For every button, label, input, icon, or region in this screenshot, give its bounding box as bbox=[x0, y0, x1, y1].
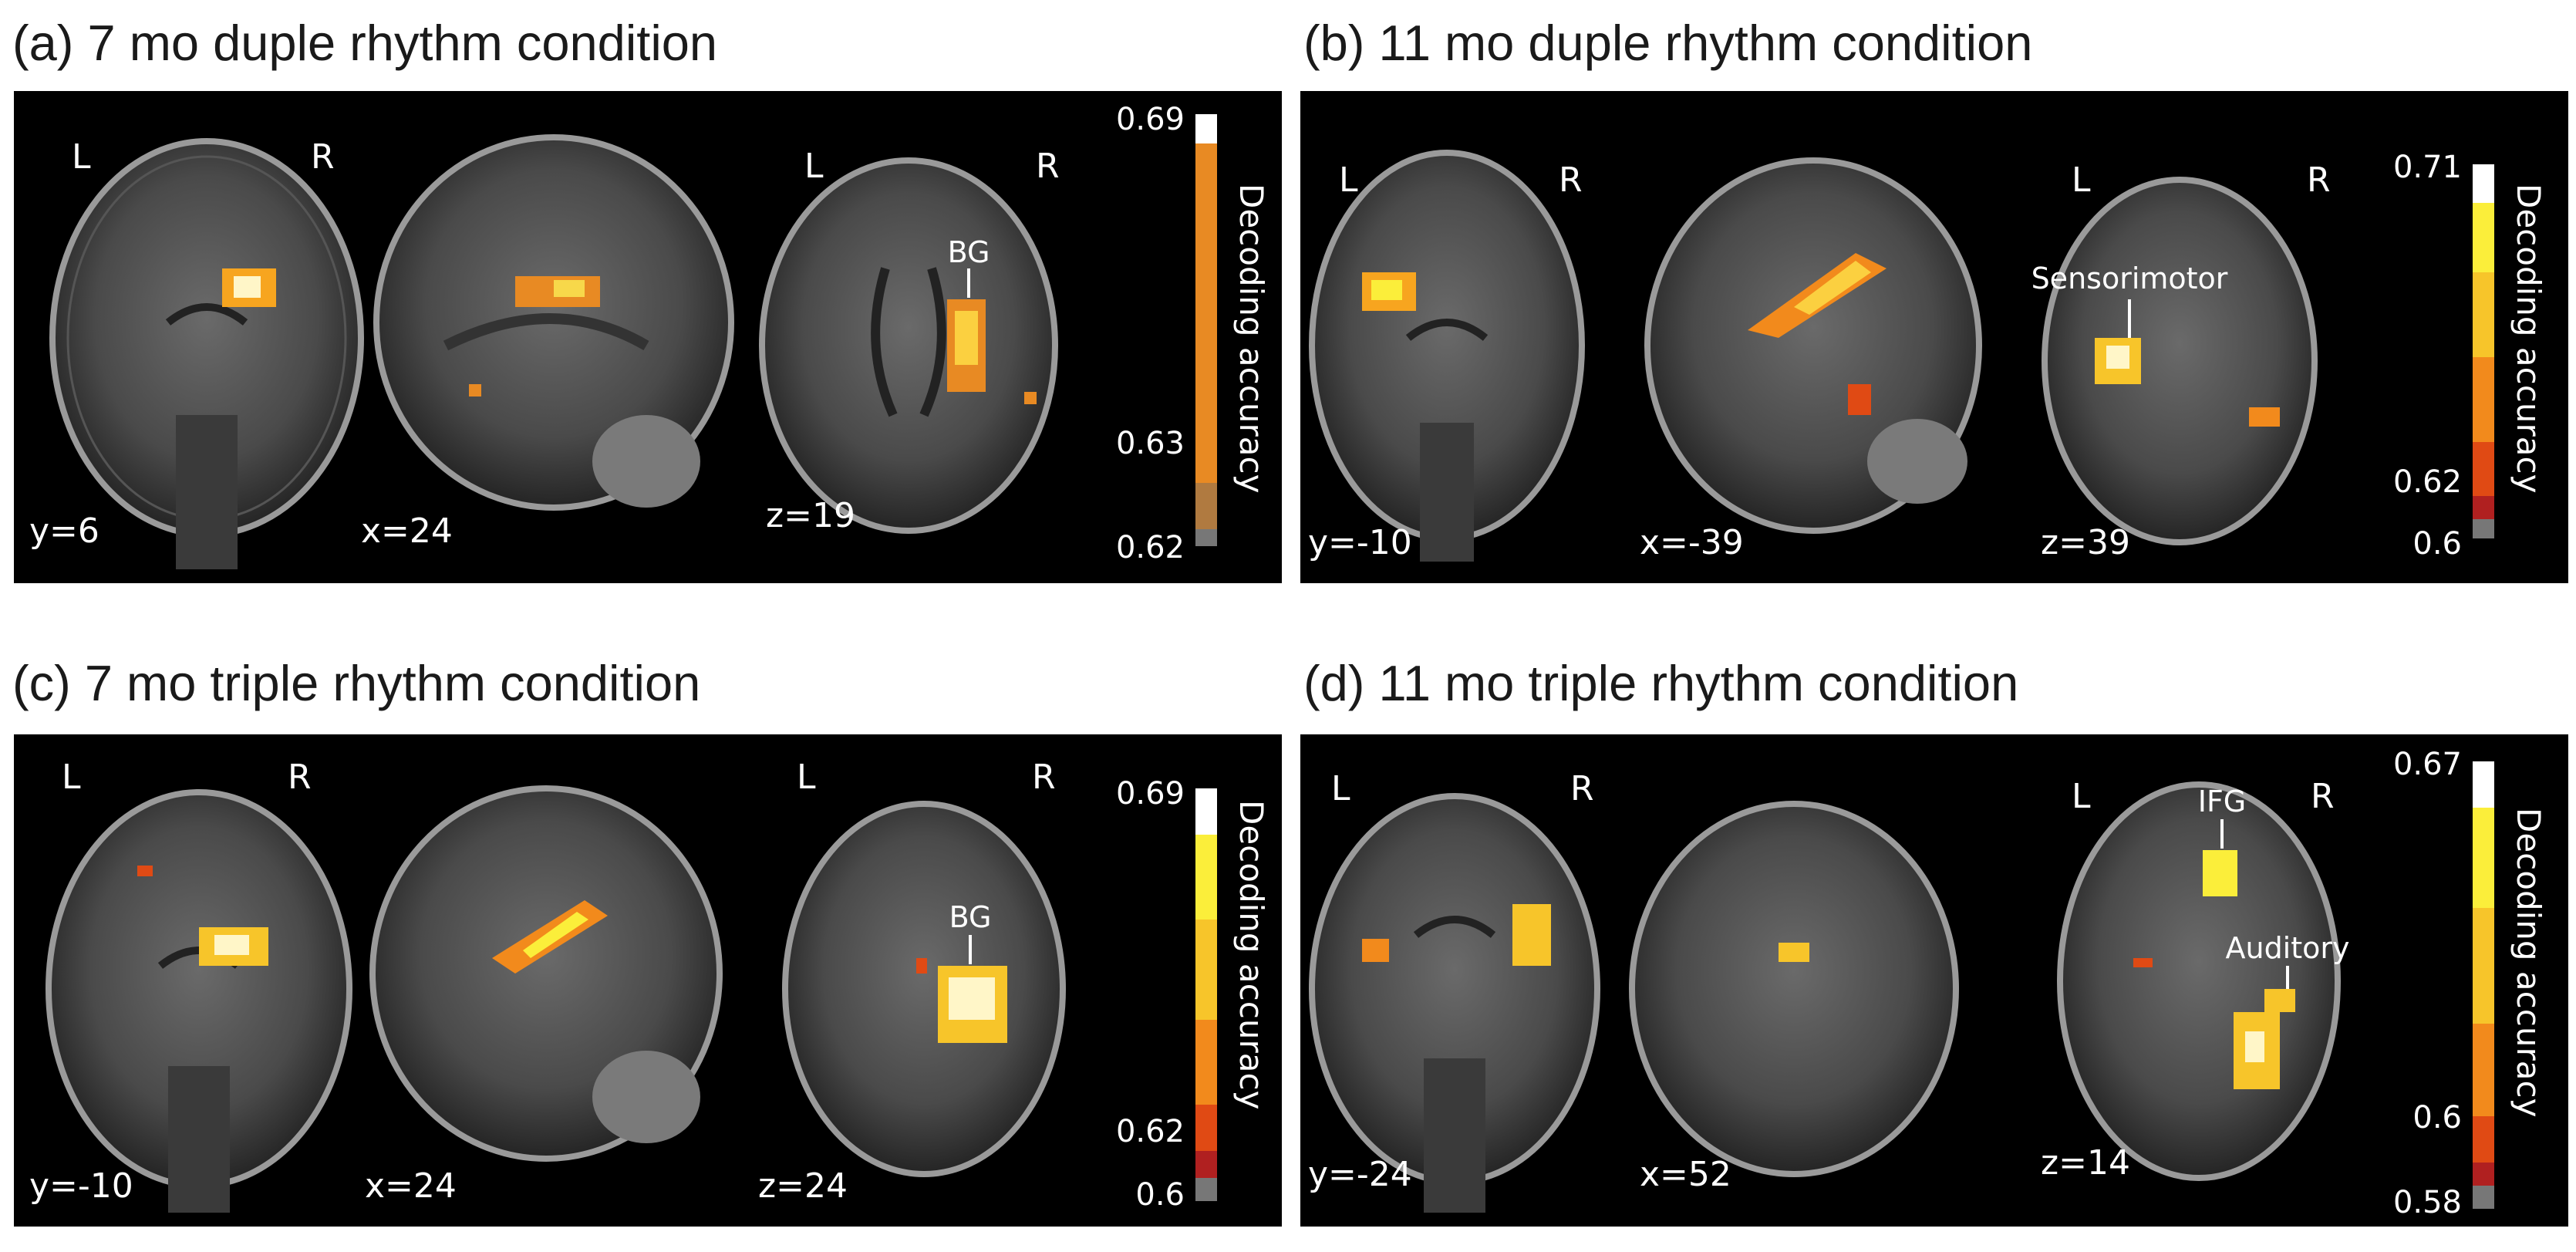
activation-cluster bbox=[1362, 253, 2280, 427]
slice-coordinate: x=52 bbox=[1640, 1155, 1731, 1194]
activation-cluster bbox=[1362, 850, 2295, 1089]
annotation-sensorimotor: Sensorimotor bbox=[2031, 262, 2228, 295]
coronal-slice bbox=[1309, 793, 1600, 1213]
label-left: L bbox=[797, 758, 816, 797]
slice-coordinate: x=24 bbox=[361, 511, 453, 551]
annotation-auditory: Auditory bbox=[2225, 931, 2349, 965]
slice-coordinate: z=24 bbox=[758, 1166, 848, 1206]
panel-a-title: (a) 7 mo duple rhythm condition bbox=[12, 15, 718, 71]
label-left: L bbox=[72, 137, 91, 177]
coronal-slice bbox=[1309, 150, 1585, 562]
colorbar-label: Decoding accuracy bbox=[1232, 800, 1270, 1109]
colorbar-min: 0.62 bbox=[1116, 530, 1185, 565]
label-right: R bbox=[311, 137, 335, 177]
activation-cluster bbox=[222, 268, 1037, 404]
annotation-bg: BG bbox=[949, 900, 992, 934]
panel-c-title: (c) 7 mo triple rhythm condition bbox=[12, 655, 701, 711]
colorbar-mid: 0.63 bbox=[1116, 426, 1185, 461]
label-left: L bbox=[2072, 160, 2091, 200]
sagittal-slice bbox=[373, 134, 734, 511]
panel-c: BG L R L R y=-10 x=24 z=24 0.69 0.62 0.6… bbox=[14, 734, 1282, 1227]
label-right: R bbox=[1559, 160, 1583, 200]
colorbar-mid: 0.62 bbox=[2393, 464, 2462, 500]
label-right: R bbox=[1032, 758, 1056, 797]
panel-a: BG L R L R y=6 x=24 z=19 0.69 0.63 0.62 … bbox=[14, 91, 1282, 583]
sagittal-slice bbox=[1644, 157, 1982, 534]
panel-b-title: (b) 11 mo duple rhythm condition bbox=[1303, 15, 2033, 71]
sagittal-slice bbox=[369, 785, 723, 1162]
label-left: L bbox=[804, 147, 824, 186]
slice-coordinate: y=-24 bbox=[1308, 1155, 1412, 1194]
slice-coordinate: z=39 bbox=[2041, 523, 2130, 562]
colorbar-max: 0.67 bbox=[2393, 747, 2462, 782]
label-left: L bbox=[2072, 777, 2091, 816]
colorbar-min: 0.6 bbox=[2412, 526, 2462, 562]
colorbar-min: 0.58 bbox=[2393, 1185, 2462, 1220]
slice-coordinate: z=19 bbox=[766, 496, 855, 535]
coronal-slice bbox=[49, 138, 364, 569]
panel-d: IFG Auditory L R L R y=-24 x=52 z=14 0.6… bbox=[1300, 734, 2568, 1227]
sagittal-slice bbox=[1629, 801, 1959, 1177]
slice-coordinate: y=-10 bbox=[29, 1166, 133, 1206]
axial-slice bbox=[2057, 781, 2341, 1181]
axial-slice bbox=[759, 157, 1058, 534]
colorbar: 0.67 0.6 0.58 Decoding accuracy bbox=[2393, 747, 2547, 1220]
colorbar-mid: 0.6 bbox=[2412, 1100, 2462, 1136]
slice-coordinate: x=24 bbox=[365, 1166, 457, 1206]
colorbar-min: 0.6 bbox=[1135, 1177, 1185, 1213]
colorbar: 0.69 0.62 0.6 Decoding accuracy bbox=[1116, 776, 1270, 1213]
label-right: R bbox=[2307, 160, 2331, 200]
colorbar-mid: 0.62 bbox=[1116, 1114, 1185, 1149]
axial-slice bbox=[2042, 177, 2318, 545]
colorbar-max: 0.69 bbox=[1116, 102, 1185, 137]
panel-d-title: (d) 11 mo triple rhythm condition bbox=[1303, 655, 2019, 711]
colorbar-label: Decoding accuracy bbox=[1232, 184, 1270, 493]
colorbar-label: Decoding accuracy bbox=[2510, 184, 2547, 493]
colorbar: 0.69 0.63 0.62 Decoding accuracy bbox=[1116, 102, 1270, 565]
label-left: L bbox=[1331, 769, 1350, 808]
slice-coordinate: z=14 bbox=[2041, 1143, 2130, 1183]
slice-coordinate: y=6 bbox=[29, 511, 99, 551]
colorbar-max: 0.71 bbox=[2393, 150, 2462, 185]
label-right: R bbox=[2311, 777, 2335, 816]
label-left: L bbox=[62, 758, 81, 797]
axial-slice bbox=[782, 801, 1066, 1177]
coronal-slice bbox=[46, 789, 352, 1213]
label-left: L bbox=[1339, 160, 1358, 200]
label-right: R bbox=[288, 758, 312, 797]
panel-b: Sensorimotor L R L R y=-10 x=-39 z=39 0.… bbox=[1300, 91, 2568, 583]
activation-cluster bbox=[137, 866, 1007, 1043]
annotation-bg: BG bbox=[948, 235, 990, 269]
colorbar-max: 0.69 bbox=[1116, 776, 1185, 812]
slice-coordinate: x=-39 bbox=[1640, 523, 1744, 562]
annotation-ifg: IFG bbox=[2198, 785, 2247, 818]
colorbar-label: Decoding accuracy bbox=[2510, 808, 2547, 1117]
colorbar: 0.71 0.62 0.6 Decoding accuracy bbox=[2393, 150, 2547, 562]
label-right: R bbox=[1036, 147, 1060, 186]
slice-coordinate: y=-10 bbox=[1308, 523, 1412, 562]
label-right: R bbox=[1570, 769, 1594, 808]
